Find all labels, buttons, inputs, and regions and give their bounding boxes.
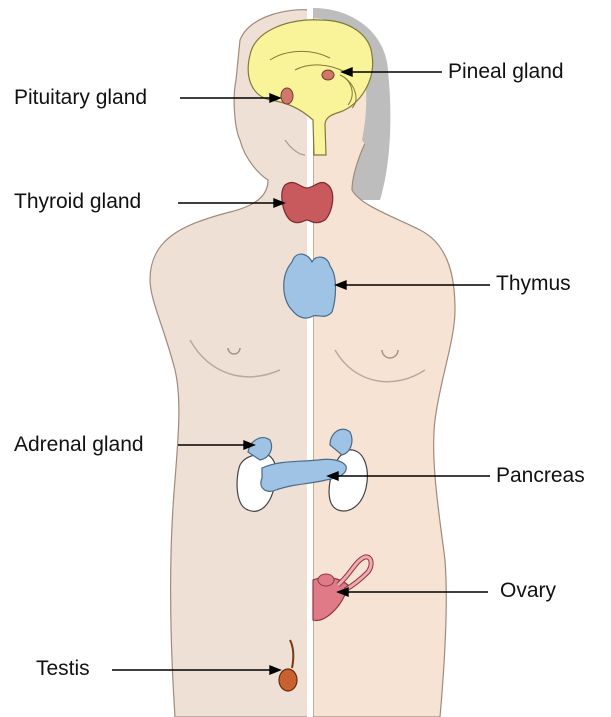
ovary-shape (318, 574, 334, 586)
pineal-gland-shape (322, 70, 334, 80)
male-body-silhouette (150, 10, 310, 717)
thymus-shape (284, 254, 336, 318)
male-body-half (150, 10, 310, 717)
pineal-gland-label: Pineal gland (448, 61, 564, 82)
thyroid-gland-shape (282, 183, 333, 223)
adrenal-gland-label: Adrenal gland (14, 434, 144, 455)
testis-shape (279, 669, 297, 691)
ovary-label: Ovary (500, 580, 556, 601)
testis-label: Testis (36, 658, 90, 679)
pituitary-gland-shape (281, 88, 293, 104)
pancreas-label: Pancreas (496, 465, 585, 486)
thyroid-gland-label: Thyroid gland (14, 191, 141, 212)
pituitary-gland-label: Pituitary gland (14, 87, 147, 108)
thymus-label: Thymus (496, 273, 571, 294)
